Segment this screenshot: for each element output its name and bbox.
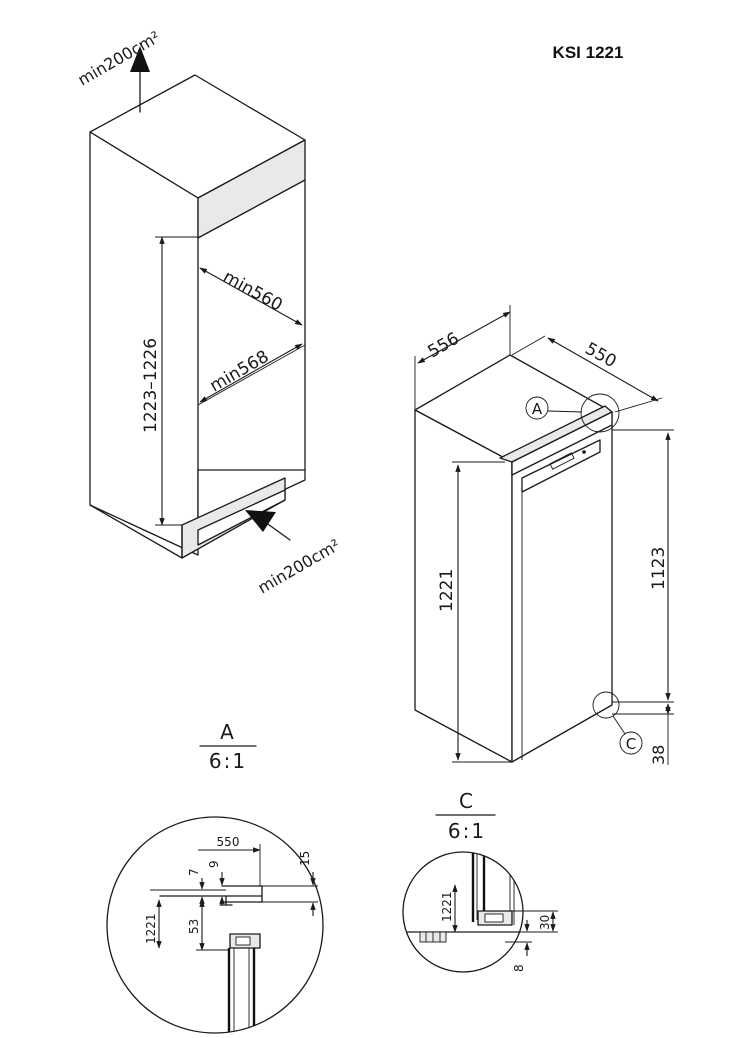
detail-a-550-dimension bbox=[198, 844, 261, 886]
vent-bottom-label: min200cm² bbox=[255, 535, 344, 597]
detail-a-15-dimension bbox=[262, 872, 318, 916]
detail-c-title: C bbox=[459, 789, 473, 813]
niche-height-dimension bbox=[155, 236, 198, 526]
vent-top-arrow bbox=[130, 46, 150, 113]
appliance-door-height-dimension bbox=[612, 429, 674, 703]
detail-a-7-label: 7 bbox=[187, 868, 201, 876]
appliance-bottom-gap-dimension bbox=[612, 703, 674, 765]
marker-c bbox=[592, 691, 643, 755]
detail-a-15-label: 15 bbox=[298, 851, 312, 866]
detail-c-30-dimension bbox=[512, 910, 558, 933]
detail-a-title: A bbox=[220, 720, 234, 744]
appliance-bottom-gap-label: 38 bbox=[649, 745, 668, 765]
detail-a-9-label: 9 bbox=[207, 860, 221, 868]
model-title: KSI 1221 bbox=[553, 43, 624, 62]
appliance-depth-dimension bbox=[511, 335, 663, 413]
niche-depth-bottom-dimension bbox=[199, 343, 303, 403]
marker-a-label: A bbox=[532, 400, 543, 418]
detail-c-8-dimension bbox=[505, 920, 532, 956]
detail-a-circle bbox=[106, 816, 324, 1034]
vent-top-label: min200cm² bbox=[75, 27, 164, 89]
detail-c-circle bbox=[402, 851, 524, 973]
appliance-depth-label: 550 bbox=[582, 339, 620, 372]
detail-c-30-label: 30 bbox=[538, 915, 552, 930]
marker-a bbox=[525, 393, 620, 433]
niche-depth-bottom-label: min568 bbox=[207, 347, 273, 397]
niche-depth-top-label: min560 bbox=[220, 267, 286, 316]
appliance-width-dimension bbox=[414, 305, 511, 410]
vent-bottom-arrow bbox=[245, 510, 291, 541]
detail-a-550-label: 550 bbox=[217, 835, 240, 849]
niche-height-label: 1223–1226 bbox=[141, 338, 161, 433]
detail-a-53-dimension bbox=[196, 899, 230, 951]
appliance-width-label: 556 bbox=[425, 329, 463, 363]
marker-c-label: C bbox=[626, 735, 636, 753]
appliance-door-height-label: 1123 bbox=[649, 547, 669, 590]
detail-a-1221-label: 1221 bbox=[144, 913, 158, 944]
niche-depth-top-dimension bbox=[199, 267, 303, 326]
detail-a-53-label: 53 bbox=[187, 919, 201, 934]
detail-c-8-label: 8 bbox=[512, 964, 526, 972]
detail-c-scale: 6:1 bbox=[448, 819, 486, 843]
appliance-body bbox=[414, 354, 613, 763]
detail-a-7-dimension bbox=[150, 878, 226, 906]
detail-a-scale: 6:1 bbox=[209, 749, 247, 773]
appliance-height-label: 1221 bbox=[437, 569, 457, 612]
niche-cabinet bbox=[89, 74, 306, 559]
detail-c-1221-label: 1221 bbox=[440, 891, 454, 922]
appliance-height-dimension bbox=[452, 461, 512, 763]
